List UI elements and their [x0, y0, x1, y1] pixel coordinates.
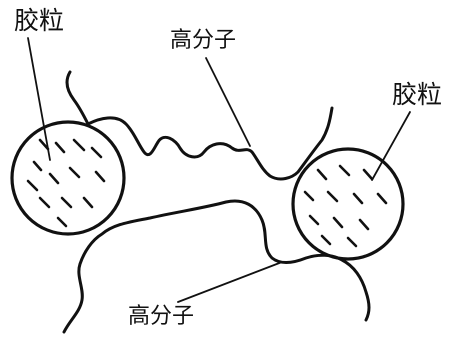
leader-line-polymer-top: [206, 58, 250, 146]
label-polymer-top: 高分子: [170, 30, 236, 52]
label-colloid-particle-left: 胶粒: [14, 8, 64, 33]
label-colloid-particle-right: 胶粒: [392, 82, 442, 107]
colloid-left-hatching: [28, 140, 104, 226]
polymer-chain-upper: [67, 72, 332, 179]
polymer-chain-lower: [64, 201, 369, 332]
colloid-particle-left: [12, 122, 124, 234]
leader-line-colloid-left: [28, 38, 50, 160]
leader-line-polymer-bottom: [178, 262, 282, 302]
label-polymer-bottom: 高分子: [128, 306, 194, 328]
